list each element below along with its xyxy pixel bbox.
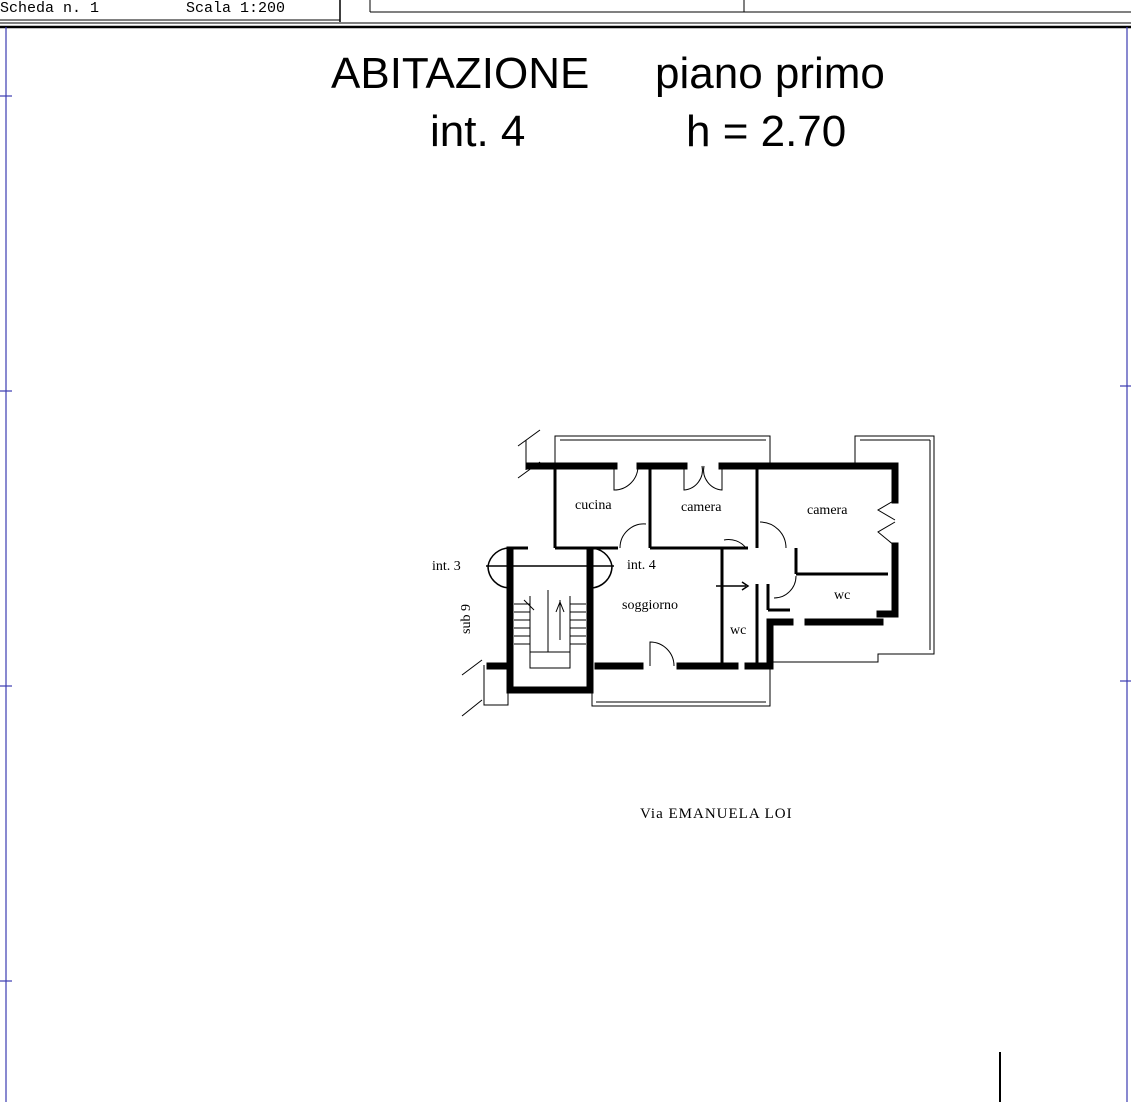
stair-door (486, 547, 614, 589)
balcony-south (591, 668, 771, 707)
sheet-number: Scheda n. 1 (0, 0, 100, 17)
balcony-north (517, 429, 771, 479)
door-swings (613, 465, 896, 667)
title-unit: int. 4 (430, 107, 526, 156)
label-int-3: int. 3 (432, 559, 461, 574)
staircase (514, 590, 586, 669)
label-camera-2: camera (807, 503, 848, 518)
label-soggiorno: soggiorno (622, 598, 678, 613)
sheet-border (0, 27, 1131, 1102)
corridor-marks (716, 562, 750, 591)
landing-west (461, 659, 509, 717)
scale-label: Scala 1:200 (186, 0, 286, 17)
header-frame (0, 0, 1131, 29)
label-sub-9: sub 9 (459, 604, 474, 634)
label-wc-2: wc (834, 588, 850, 603)
title-height: h = 2.70 (686, 107, 847, 156)
floor-plan (461, 429, 935, 717)
title-abitazione: ABITAZIONE (331, 49, 590, 98)
balcony-east (770, 435, 935, 663)
street-name: Via EMANUELA LOI (640, 806, 793, 822)
label-cucina: cucina (575, 498, 612, 513)
label-int-4: int. 4 (627, 558, 656, 573)
label-wc-1: wc (730, 623, 746, 638)
label-camera-1: camera (681, 500, 722, 515)
title-floor: piano primo (655, 49, 885, 98)
